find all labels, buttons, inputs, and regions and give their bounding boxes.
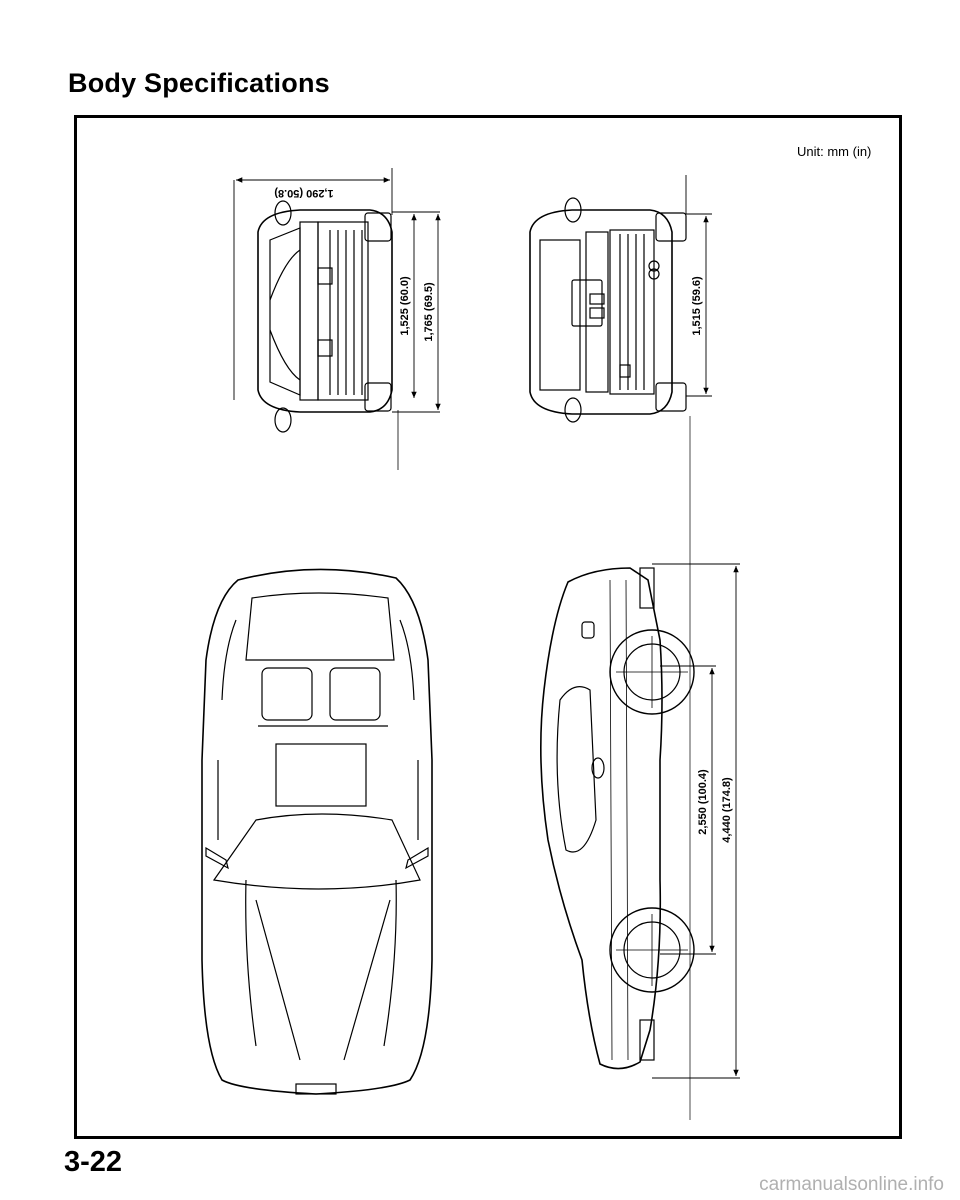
- figure-frame: [74, 115, 902, 1139]
- side-view-drawing: [540, 567, 695, 1070]
- front-overall-width-label: 1,290 (50.8): [274, 187, 334, 199]
- page-title: Body Specifications: [68, 68, 330, 98]
- rear-dimension-lines: [685, 175, 712, 1120]
- front-view-drawing: [257, 200, 399, 470]
- top-view-drawing: [201, 568, 433, 1095]
- unit-label: Unit: mm (in): [797, 144, 872, 159]
- page-number: 3-22: [64, 1146, 123, 1178]
- wheelbase-label: 2,550 (100.4): [697, 769, 709, 835]
- overall-length-label: 4,440 (174.8): [721, 777, 733, 843]
- front-tread-label: 1,525 (60.0): [399, 276, 411, 336]
- watermark-text: carmanualsonline.info: [759, 1174, 944, 1195]
- front-dimension-lines: [233, 168, 441, 413]
- front-overall-width-mirrors-label: 1,765 (69.5): [423, 282, 435, 342]
- side-dimension-lines: [652, 563, 740, 1079]
- rear-tread-label: 1,515 (59.6): [691, 276, 703, 336]
- rear-view-drawing: [529, 197, 687, 423]
